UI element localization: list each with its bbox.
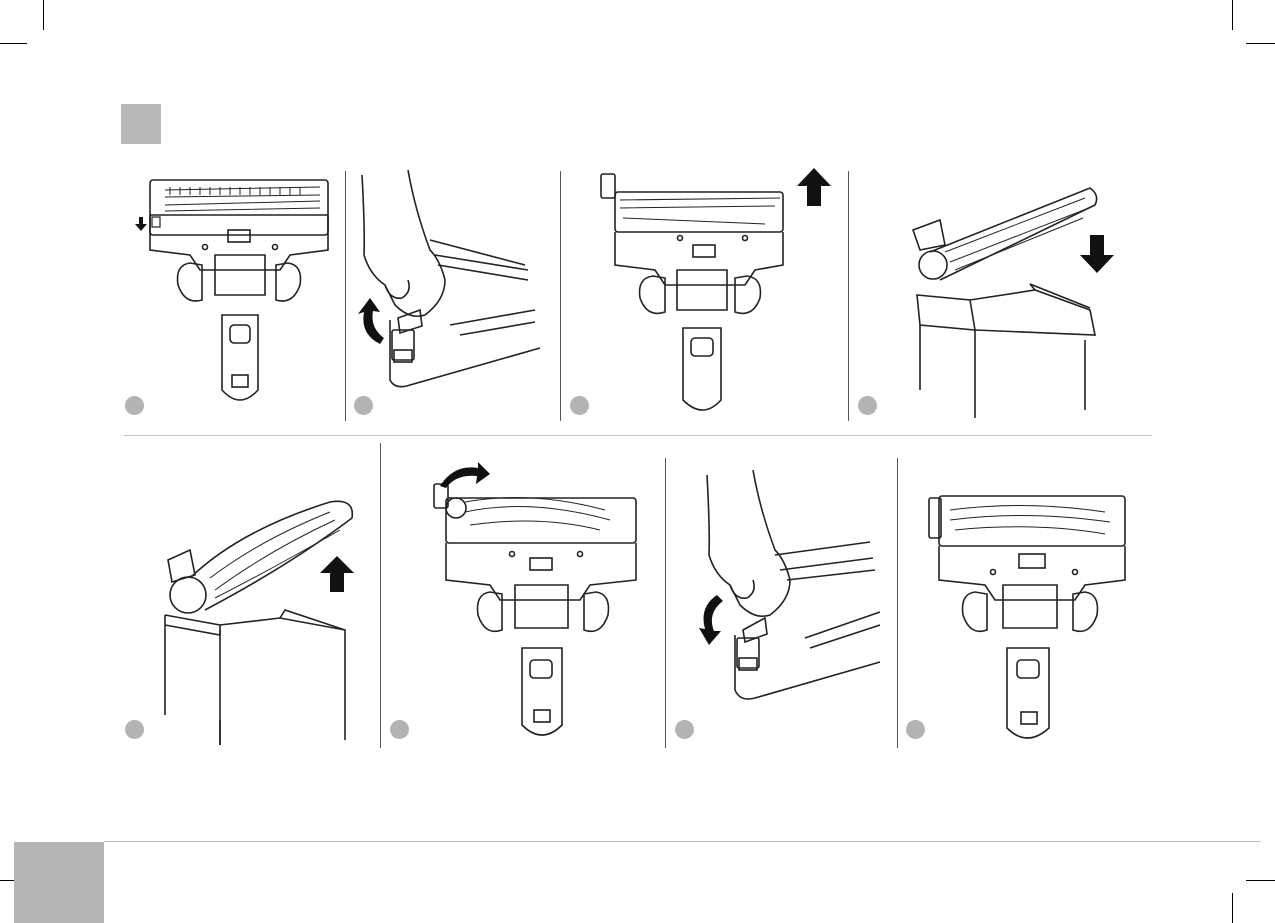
step-8-illustration	[925, 490, 1145, 750]
step-3-illustration	[595, 170, 800, 420]
step-1-number-badge	[125, 396, 144, 415]
crop-mark	[1232, 893, 1233, 923]
section-marker	[121, 104, 161, 144]
curved-down-arrow-icon	[695, 595, 725, 645]
crop-mark	[1232, 0, 1233, 30]
curved-right-arrow-icon	[440, 462, 490, 488]
panel-separator	[560, 171, 561, 421]
panel-separator	[665, 458, 666, 748]
step-8-number-badge	[906, 720, 925, 739]
step-5-illustration	[160, 490, 370, 745]
row-divider	[124, 435, 1152, 436]
step-3-number-badge	[570, 396, 589, 415]
step-2-number-badge	[354, 396, 373, 415]
step-7-illustration	[695, 470, 890, 710]
step-4-number-badge	[858, 396, 877, 415]
up-arrow-icon	[797, 168, 831, 206]
up-arrow-icon	[320, 556, 354, 592]
crop-mark	[1246, 43, 1275, 44]
step-6-illustration	[430, 470, 640, 750]
crop-mark	[1246, 880, 1275, 881]
panel-separator	[897, 458, 898, 748]
crop-mark	[43, 0, 44, 30]
brushroll-icon	[165, 187, 320, 211]
crop-mark	[0, 43, 27, 44]
footer-divider	[104, 841, 1261, 842]
down-arrow-icon	[1080, 235, 1114, 273]
step-7-number-badge	[675, 720, 694, 739]
page-number-box	[14, 842, 104, 923]
step-6-number-badge	[390, 720, 409, 739]
step-4-illustration	[905, 180, 1115, 420]
step-5-number-badge	[125, 720, 144, 739]
panel-separator	[380, 443, 381, 748]
down-arrow-icon	[134, 217, 148, 231]
curved-up-arrow-icon	[354, 298, 388, 346]
step-1-illustration	[130, 175, 340, 415]
panel-separator	[848, 171, 849, 421]
step-2-illustration	[350, 170, 555, 400]
panel-separator	[345, 171, 346, 421]
